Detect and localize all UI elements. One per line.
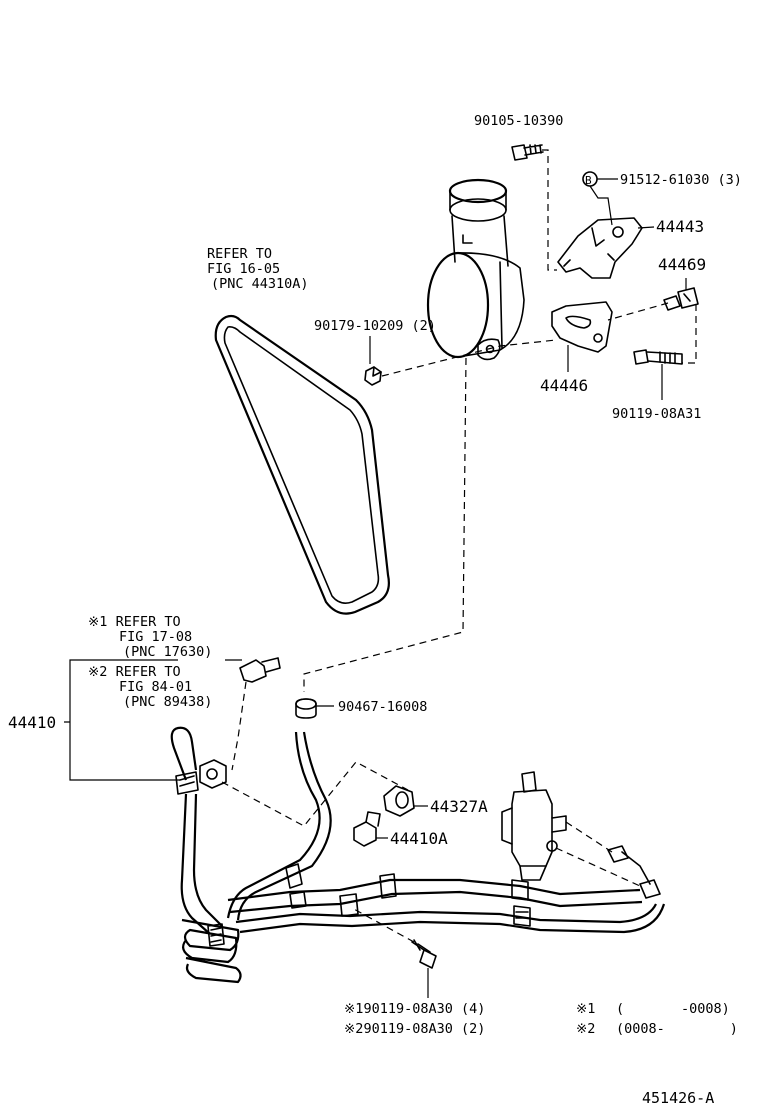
label-44446: 44446 <box>540 376 588 395</box>
bolt-90119-08a31 <box>633 349 683 365</box>
steering-gear-valve <box>501 771 567 881</box>
label-44410a: 44410A <box>390 829 448 848</box>
figure-id: 451426-A <box>642 1089 714 1107</box>
union-bolt-44410a <box>353 811 381 847</box>
dashed-line-gear-ports <box>555 821 641 887</box>
dashed-line-bolt-to-bracket <box>542 149 557 271</box>
note1-refer-line-3: (PNC 17630) <box>123 644 212 660</box>
union-44327a <box>383 785 415 817</box>
belt-refer-line-3: (PNC 44310A) <box>211 276 309 292</box>
label-b-mark: B <box>585 174 592 187</box>
label-90105-10390: 90105-10390 <box>474 113 563 129</box>
note2-refer-line-1: ※2 REFER TO <box>88 664 181 680</box>
leader-b-to-bracket <box>589 185 613 226</box>
note2-refer-line-2: FIG 84-01 <box>119 679 192 695</box>
dashed-line-to-44327a <box>221 761 409 827</box>
bolt-90105-10390 <box>511 144 544 161</box>
belt-refer-line-1: REFER TO <box>207 246 272 262</box>
clamp-90467-16008 <box>295 698 317 719</box>
note1-refer-line-2: FIG 17-08 <box>119 629 192 645</box>
pressure-switch-connector <box>239 657 281 683</box>
bracket-44410 <box>64 659 180 781</box>
power-steering-pump <box>426 178 525 361</box>
label-90119-08a31: 90119-08A31 <box>612 406 701 422</box>
hose-assembly-44410 <box>170 726 666 984</box>
label-91512-61030: 91512-61030 (3) <box>620 172 742 188</box>
label-44443: 44443 <box>656 217 704 236</box>
label-44327a: 44327A <box>430 797 488 816</box>
label-44410: 44410 <box>8 713 56 732</box>
bracket-44446 <box>551 301 613 353</box>
legend-note-1-range: ( -0008) <box>616 1001 730 1017</box>
label-90467-16008: 90467-16008 <box>338 699 427 715</box>
dashed-line-nut-to-pump <box>381 339 557 377</box>
drive-belt <box>214 314 390 615</box>
bracket-44443 <box>557 217 643 279</box>
legend-note-1-mark: ※1 <box>576 1001 595 1017</box>
label-bolt-90119-08a30-line-1: ※190119-08A30 (4) <box>344 1001 485 1017</box>
label-bolt-90119-08a30-line-2: ※290119-08A30 (2) <box>344 1021 485 1037</box>
note1-refer-line-1: ※1 REFER TO <box>88 614 181 630</box>
leader-44443 <box>637 226 655 229</box>
dashed-line-connector <box>231 681 247 771</box>
legend-note-2-range: (0008- ) <box>616 1021 738 1037</box>
belt-refer-line-2: FIG 16-05 <box>207 261 280 277</box>
label-90179-10209: 90179-10209 (2) <box>314 318 436 334</box>
bolt-90119-08a30 <box>411 939 437 969</box>
dashed-line-pump-to-clamp <box>303 357 467 692</box>
legend-note-2-mark: ※2 <box>576 1021 595 1037</box>
stud-44469 <box>663 287 699 311</box>
dashed-line-stud <box>607 302 697 364</box>
note2-refer-line-3: (PNC 89438) <box>123 694 212 710</box>
label-44469: 44469 <box>658 255 706 274</box>
nut-90179-10209 <box>364 366 382 386</box>
